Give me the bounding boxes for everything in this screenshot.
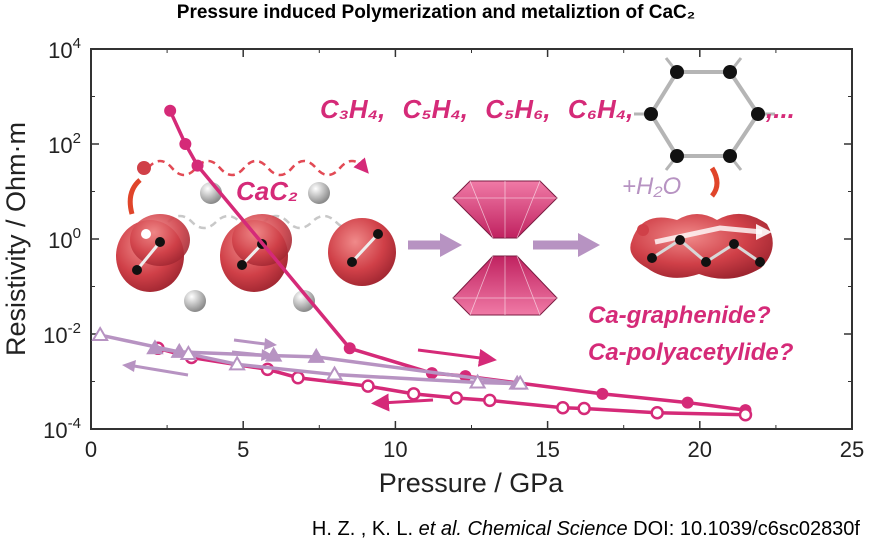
data-point	[650, 405, 664, 420]
figure-title: Pressure induced Polymerization and meta…	[176, 2, 696, 23]
product-c6h4: C₆H₄,	[568, 94, 634, 124]
polymer-chain-blob	[630, 166, 773, 279]
data-point	[264, 346, 283, 362]
data-point	[191, 159, 204, 172]
data-point	[291, 370, 305, 385]
data-point	[228, 355, 246, 371]
water-label: +H₂O	[622, 173, 681, 200]
axis-ticks: 0 5 10 15 20 25 10-4 10-2 100 102 104	[43, 35, 864, 462]
x-tick-label: 10	[383, 437, 407, 462]
data-point	[681, 396, 694, 409]
data-point	[307, 347, 325, 363]
data-point	[361, 379, 375, 393]
y-tick-label: 10-4	[43, 415, 81, 443]
c2-orbital-blob-3	[328, 218, 396, 286]
data-point	[179, 138, 192, 150]
ca-polyacetylide-label: Ca-polyacetylide?	[588, 339, 794, 366]
curved-red-arrow	[127, 178, 142, 215]
x-tick-label: 20	[688, 437, 712, 462]
ca-atom	[308, 182, 330, 204]
citation-doi: DOI: 10.1039/c6sc02830f	[633, 518, 860, 540]
data-point	[738, 407, 753, 422]
product-formulas: C₃H₄, C₅H₄, C₅H₆, C₆H₄,	[320, 94, 633, 124]
y-tick-label: 104	[48, 35, 81, 63]
ca-graphenide-label: Ca-graphenide?	[588, 302, 771, 329]
diamond-anvil-icon	[452, 180, 558, 316]
data-point	[468, 373, 487, 389]
product-ellipsis: ,...	[765, 94, 795, 124]
citation-journal: et al. Chemical Science	[418, 518, 628, 540]
series-line	[99, 333, 521, 386]
citation: H. Z. , K. L. et al. Chemical Science DO…	[312, 518, 860, 541]
x-tick-label: 25	[840, 437, 864, 462]
y-tick-label: 10-2	[43, 320, 81, 348]
data-point	[164, 104, 177, 117]
data-series	[91, 104, 753, 422]
ca-atom-red	[137, 161, 151, 175]
compression-direction-arrows	[371, 348, 497, 412]
ca-atom	[184, 290, 206, 312]
y-tick-label: 102	[48, 130, 81, 158]
ca-atom	[293, 290, 315, 312]
wavy-arrow-red	[147, 157, 369, 177]
cac2-molecule-illustrations	[116, 157, 396, 312]
product-c5h4: C₅H₄,	[403, 94, 468, 124]
y-axis-title: Resistivity / Ohm·m	[1, 122, 31, 356]
data-point	[483, 393, 497, 408]
x-tick-label: 0	[85, 437, 97, 462]
process-arrows	[408, 233, 600, 257]
cac2-label: CaC₂	[236, 176, 298, 206]
c2-orbital-blob-2	[220, 214, 292, 292]
hexagonal-ring-icon	[634, 57, 775, 171]
data-point	[179, 344, 198, 360]
data-point	[406, 387, 421, 401]
x-tick-label: 15	[535, 437, 559, 462]
data-point	[577, 401, 591, 416]
x-tick-label: 5	[237, 437, 249, 462]
series-3-open-triangle	[91, 326, 529, 390]
citation-authors: H. Z. , K. L.	[311, 518, 414, 540]
data-point	[343, 342, 356, 355]
product-c3h4: C₃H₄,	[320, 94, 385, 124]
x-axis-title: Pressure / GPa	[379, 468, 565, 498]
c2-orbital-blob-1	[116, 214, 190, 292]
data-point	[511, 374, 529, 390]
data-point	[556, 401, 570, 415]
data-point	[91, 326, 109, 342]
y-tick-label: 100	[48, 225, 81, 253]
product-c5h6: C₅H₆,	[485, 94, 550, 124]
data-point	[449, 391, 464, 405]
data-point	[596, 387, 609, 400]
data-point	[325, 365, 344, 381]
